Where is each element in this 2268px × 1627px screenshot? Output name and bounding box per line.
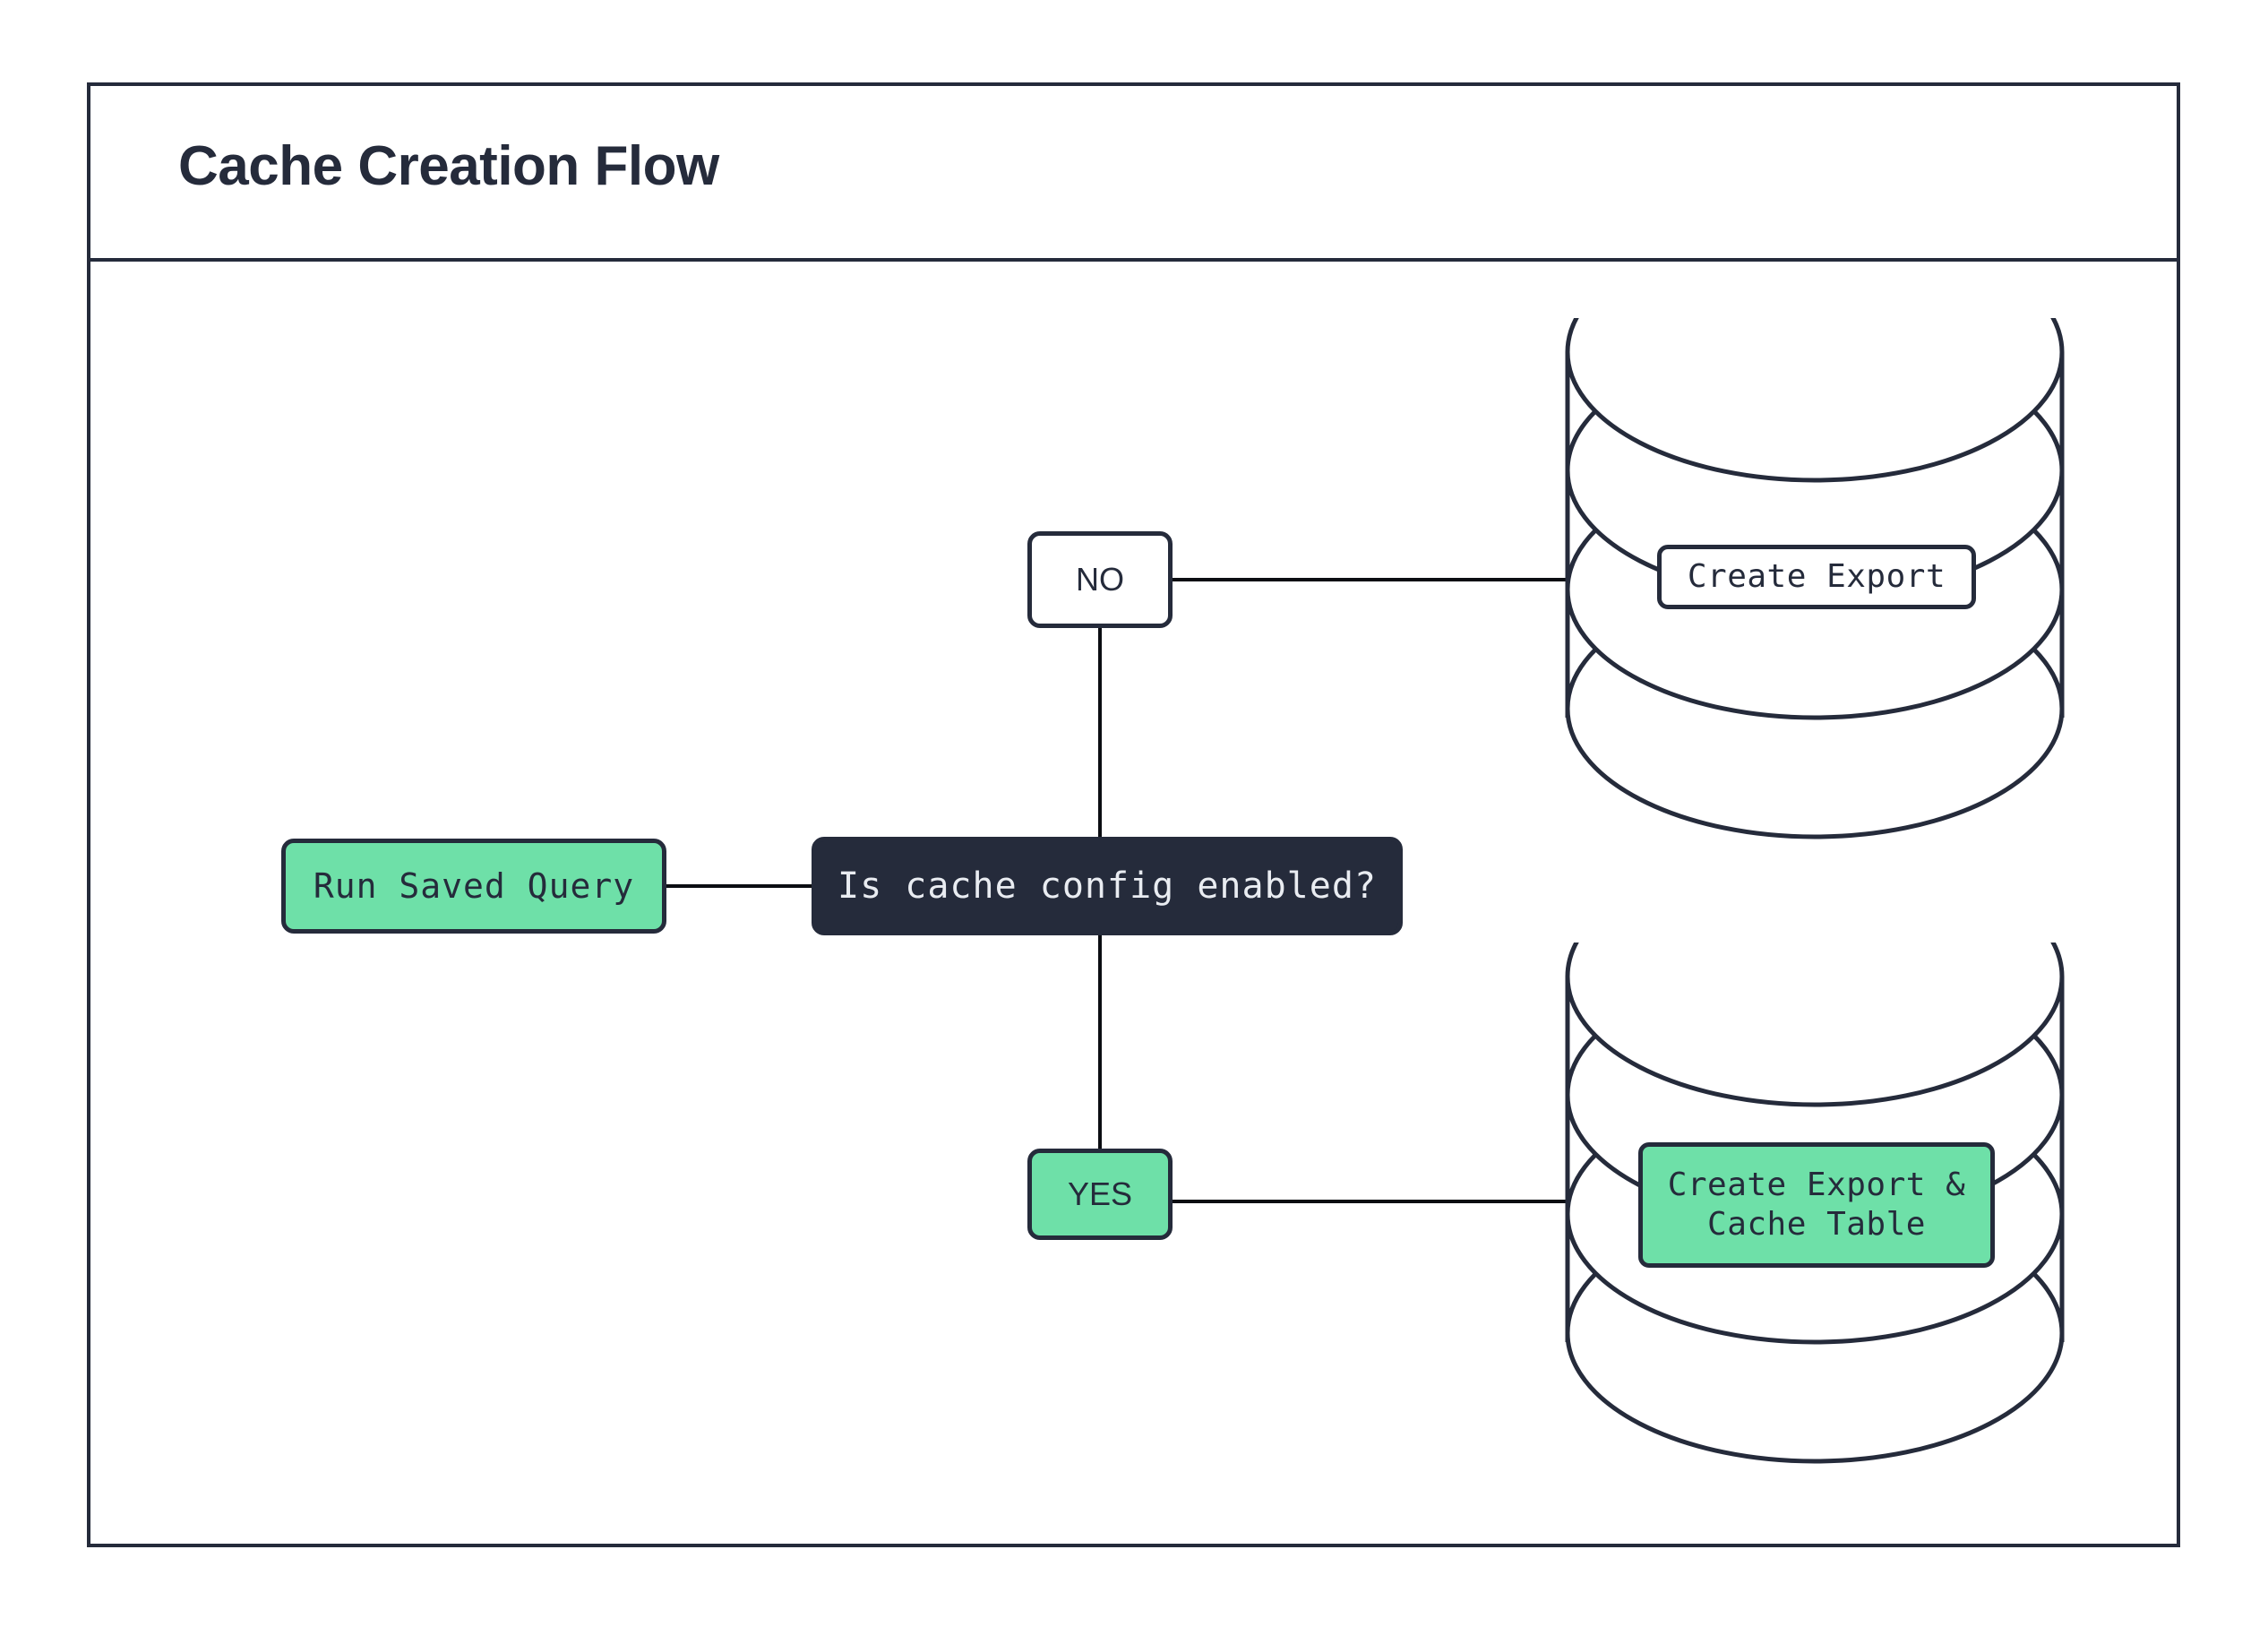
- database-cylinder-export-icon: [1563, 318, 2066, 841]
- db-export-label-text: Create Export: [1687, 558, 1946, 596]
- edge-no-to-db-export: [1170, 578, 1568, 581]
- edge-decision-to-no: [1098, 624, 1102, 839]
- db-cache-label-text: Create Export & Cache Table: [1667, 1166, 1966, 1243]
- node-decision-cache-config[interactable]: Is cache config enabled?: [812, 837, 1403, 935]
- node-run-saved-query-label: Run Saved Query: [313, 866, 635, 906]
- page-title: Cache Creation Flow: [178, 135, 719, 197]
- db-export-label[interactable]: Create Export: [1657, 545, 1976, 609]
- node-branch-yes[interactable]: YES: [1027, 1149, 1173, 1240]
- db-cache-label[interactable]: Create Export & Cache Table: [1638, 1142, 1995, 1268]
- node-branch-yes-label: YES: [1067, 1175, 1133, 1212]
- node-run-saved-query[interactable]: Run Saved Query: [281, 839, 666, 934]
- edge-yes-to-db-cache: [1169, 1200, 1567, 1203]
- node-decision-label: Is cache config enabled?: [838, 865, 1377, 907]
- edge-decision-to-yes: [1098, 932, 1102, 1152]
- diagram-header: [90, 86, 2177, 262]
- edge-start-to-decision: [666, 884, 816, 888]
- node-branch-no[interactable]: NO: [1027, 531, 1173, 628]
- node-branch-no-label: NO: [1076, 561, 1124, 598]
